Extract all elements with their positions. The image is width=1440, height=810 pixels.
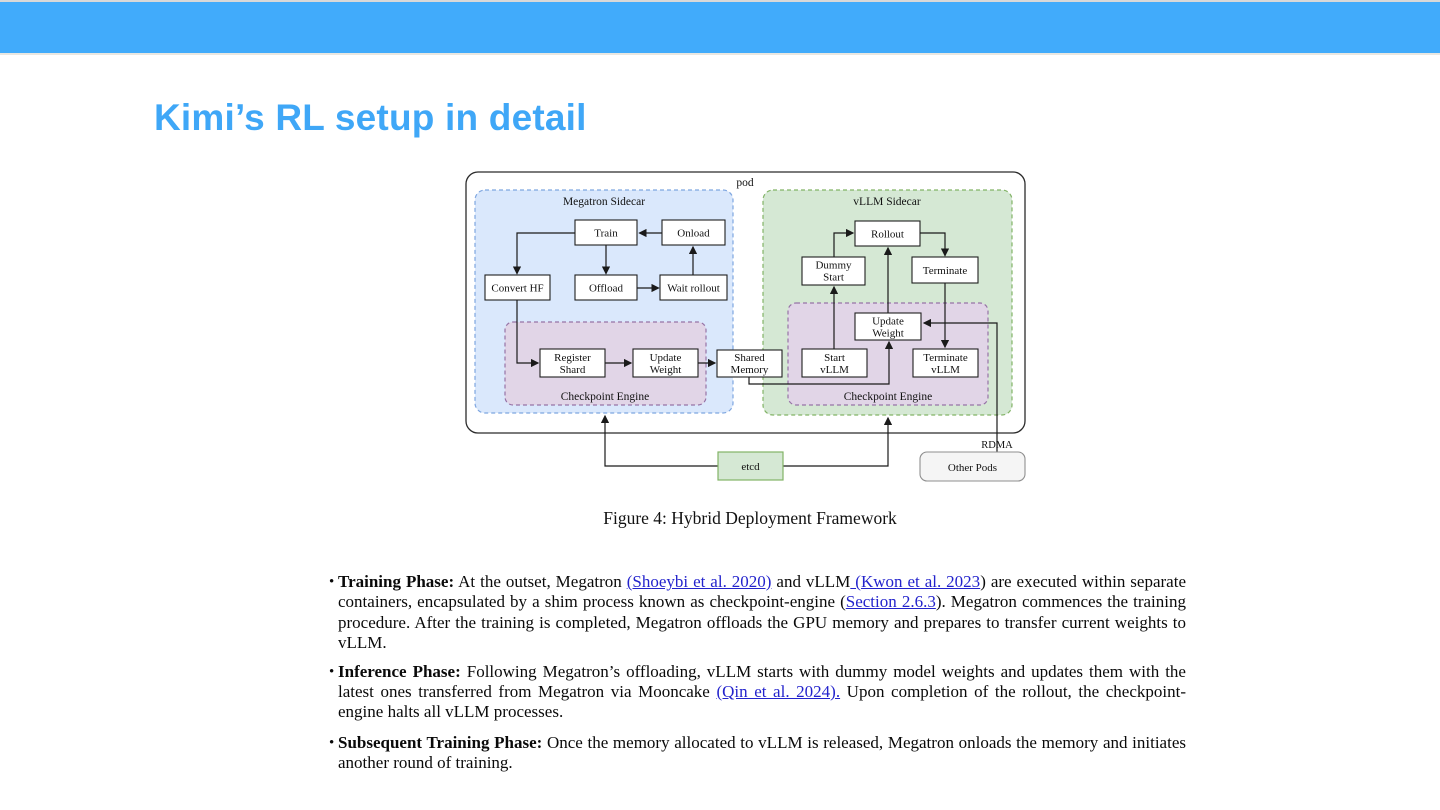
training-phase-label: Training Phase: [338,572,455,591]
arrow-rollout-to-terminate [920,232,950,257]
figure-caption: Figure 4: Hybrid Deployment Framework [603,508,897,528]
checkpoint-engine-left-label: Checkpoint Engine [561,391,649,403]
start-vllm-node: Start vLLM [801,348,868,378]
other-pods-node-label: Other Pods [948,462,997,474]
arrow-shared-memory-to-update-weight [748,340,894,385]
dummy-start-node: Dummy Start [801,256,866,286]
vllm-sidecar-label: vLLM Sidecar [853,196,921,208]
start-vllm-line1: Start [824,352,845,364]
arrow-etcd-to-vllm-sidecar [783,416,893,467]
bullet-subsequent-training-phase: • Subsequent Training Phase: Once the me… [329,733,1186,774]
bullet-training-phase-text: Training Phase: At the outset, Megatron … [338,572,1186,654]
other-pods-node: Other Pods [919,451,1026,482]
shared-memory-line1: Shared [734,352,765,364]
convert-hf-node-label: Convert HF [491,283,543,295]
train-node-label: Train [594,228,618,240]
terminate-vllm-line1: Terminate [923,352,968,364]
bullet-inference-phase: • Inference Phase: Following Megatron’s … [329,662,1186,723]
rollout-node: Rollout [854,220,921,247]
convert-hf-node: Convert HF [484,274,551,301]
bullet-subsequent-training-phase-text: Subsequent Training Phase: Once the memo… [338,733,1186,774]
dummy-start-line1: Dummy [815,260,852,272]
text-run: Once the memory allocated to vLLM is rel… [338,732,1186,773]
terminate-node-label: Terminate [923,265,968,277]
terminate-vllm-node: Terminate vLLM [912,348,979,378]
arrow-train-to-convert-hf [512,232,575,275]
bullet-list: • Training Phase: At the outset, Megatro… [329,572,1186,774]
bullet-training-phase: • Training Phase: At the outset, Megatro… [329,572,1186,654]
bullet-marker: • [329,574,335,590]
bullet-marker: • [329,663,335,680]
text-run: and vLLM [771,572,851,591]
text-run: At the outset, Megatron [454,572,627,591]
section-263-link[interactable]: Section 2.6.3 [845,592,936,612]
shoeybi-citation-link[interactable]: (Shoeybi et al. 2020) [626,572,772,591]
update-weight-left-line1: Update [650,352,682,364]
wait-rollout-node-label: Wait rollout [667,283,720,295]
text-run: ). Megatron commences the training proce… [338,592,1186,653]
update-weight-left-line2: Weight [650,364,682,376]
shared-memory-node: Shared Memory [716,349,783,378]
arrow-rdma-other-pods-to-update-weight [922,318,998,452]
qin-citation-link[interactable]: (Qin et al. 2024). [716,682,841,702]
arrow-etcd-to-megatron-sidecar [600,414,718,467]
train-node: Train [574,219,638,246]
dummy-start-line2: Start [823,272,844,284]
kwon-citation-link[interactable]: (Kwon et al. 2023 [850,572,981,591]
onload-node: Onload [661,219,726,246]
start-vllm-line2: vLLM [820,364,849,376]
terminate-vllm-line2: vLLM [931,364,960,376]
text-run: Upon completion of the rollout, the chec… [338,682,1186,722]
text-run: Following Megatron’s offloading, vLLM st… [338,661,1186,702]
update-weight-left-node: Update Weight [632,348,699,378]
screen-top-edge [0,0,1440,2]
arrow-dummy-start-to-rollout [833,228,855,257]
bullet-marker: • [329,734,335,751]
hybrid-deployment-diagram: pod Megatron Sidecar vLLM Sidecar Checkp… [465,171,1026,482]
pod-label: pod [736,177,754,189]
etcd-node-label: etcd [741,461,760,473]
megatron-sidecar-label: Megatron Sidecar [563,196,645,208]
checkpoint-engine-right-label: Checkpoint Engine [844,391,932,403]
arrow-convert-hf-to-register-shard [516,300,540,368]
etcd-node: etcd [717,451,784,481]
terminate-node: Terminate [911,256,979,284]
register-shard-node: Register Shard [539,348,606,378]
update-weight-right-line1: Update [872,316,904,328]
header-accent-bar [0,2,1440,55]
page-title: Kimi’s RL setup in detail [154,96,587,138]
offload-node: Offload [574,274,638,301]
subsequent-training-phase-label: Subsequent Training Phase: [338,732,543,752]
inference-phase-label: Inference Phase: [338,661,461,681]
update-weight-right-line2: Weight [872,328,904,340]
update-weight-right-node: Update Weight [854,312,922,341]
bullet-inference-phase-text: Inference Phase: Following Megatron’s of… [338,662,1186,723]
register-shard-line1: Register [554,352,591,364]
pod-box [465,171,1026,434]
rollout-node-label: Rollout [871,229,904,241]
onload-node-label: Onload [677,228,710,240]
wait-rollout-node: Wait rollout [659,274,728,301]
offload-node-label: Offload [589,283,624,295]
register-shard-line2: Shard [560,364,586,376]
text-run: ) are executed within separate container… [338,572,1186,612]
shared-memory-line2: Memory [731,364,769,376]
